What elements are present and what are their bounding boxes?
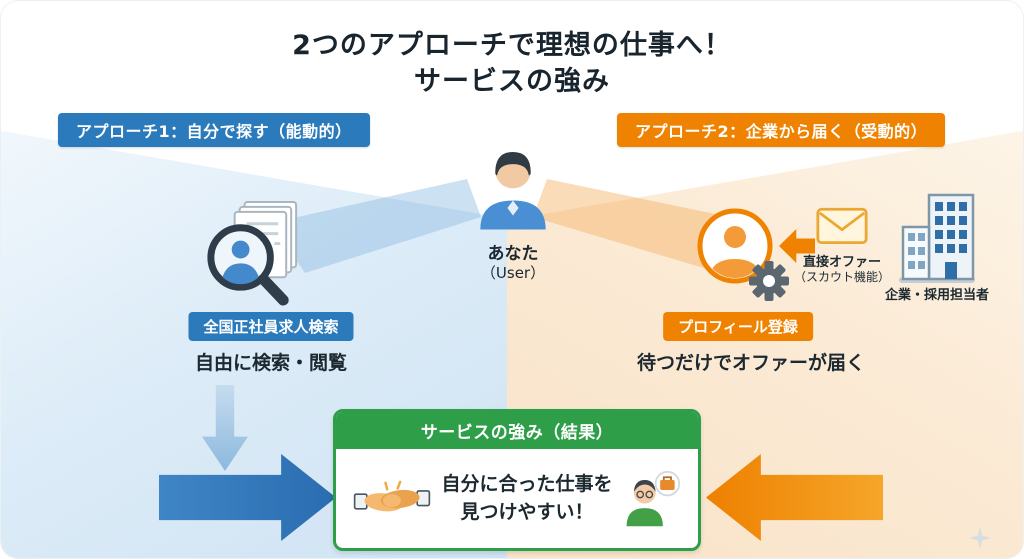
page-title-line2: サービスの強み: [414, 66, 610, 97]
handshake-icon: [354, 480, 431, 512]
offer-label-line1: 直接オファー: [802, 255, 882, 270]
result-box: サービスの強み（結果） 自分に合った仕事を 見つけやすい！: [333, 409, 701, 551]
profile-gear-icon: [697, 208, 789, 301]
approach1-description: 自由に検索・閲覧: [194, 352, 348, 374]
result-text: 自分に合った仕事を 見つけやすい！: [441, 471, 612, 526]
approach2-description: 待つだけでオファーが届く: [636, 352, 866, 374]
offer-label-line2: （スカウト機能）: [793, 270, 891, 284]
user-icon: [480, 152, 546, 230]
user-subtitle-label: （User）: [480, 264, 546, 282]
briefcase-icon: [662, 476, 672, 480]
approach1-label: アプローチ1：自分で探す（能動的）: [58, 113, 370, 147]
envelope-icon: [816, 207, 868, 245]
search-badge: 全国正社員求人検索: [188, 312, 354, 341]
user-name-label: あなた: [487, 244, 539, 264]
worker-icon: [626, 470, 680, 527]
result-text-line1: 自分に合った仕事を: [441, 473, 613, 496]
company-label: 企業・採用担当者: [884, 288, 990, 303]
result-header: サービスの強み（結果）: [336, 412, 698, 449]
profile-badge: プロフィール登録: [663, 312, 813, 341]
search-documents-icon: [207, 200, 298, 306]
building-icon: [899, 193, 975, 283]
page-title-line1: 2つのアプローチで理想の仕事へ！: [292, 30, 732, 61]
approach2-label: アプローチ2：企業から届く（受動的）: [617, 113, 946, 147]
result-text-line2: 見つけやすい！: [460, 501, 594, 523]
